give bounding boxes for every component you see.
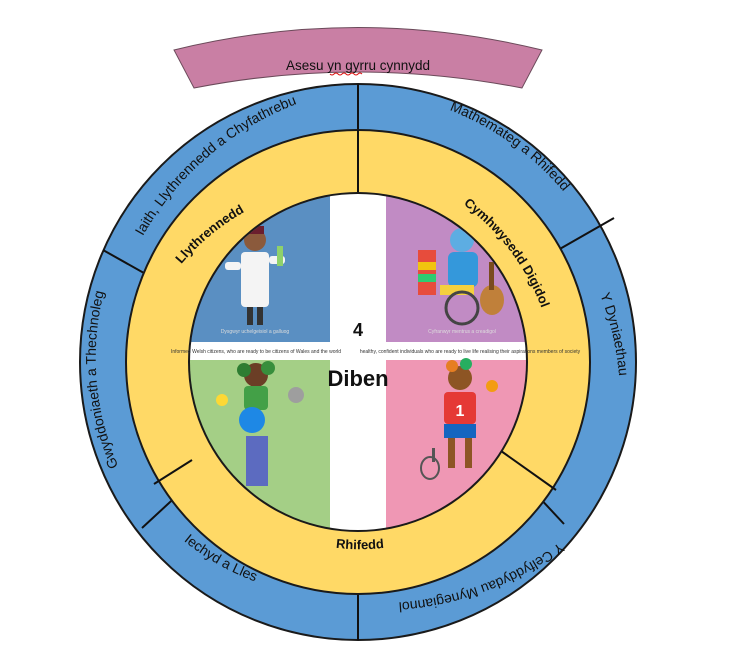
center-word: Diben — [327, 366, 388, 391]
center-number: 4 — [353, 320, 363, 340]
center-cross-vertical — [330, 194, 386, 530]
middle-divider — [493, 445, 557, 491]
quadrant-caption: Dysgwyr uchelgeisiol a galluog — [221, 329, 290, 335]
center-cross-horizontal — [190, 342, 526, 360]
assessment-banner: Asesu yn gyrru cynnydd — [173, 27, 543, 89]
middle-ring-dividers — [153, 130, 557, 491]
assessment-banner-shape — [173, 27, 543, 89]
scientist-figure: Dysgwyr uchelgeisiol a galluog — [221, 226, 290, 335]
caption-strip-right: healthy, confident individuals who are r… — [360, 349, 581, 355]
spellcheck-underline — [329, 72, 363, 76]
middle-divider — [153, 459, 193, 485]
caption-strip-left: Informed Welsh citizens, who are ready t… — [171, 349, 341, 355]
nature-figure — [216, 361, 304, 486]
sport-figure: 1 — [420, 358, 498, 480]
middle-label-numeracy: Rhifedd — [336, 536, 385, 552]
quadrant-caption: Cyfranwyr mentrus a creadigol — [428, 329, 496, 335]
outer-divider — [557, 217, 615, 251]
svg-text:1: 1 — [456, 403, 465, 420]
assessment-banner-label: Asesu yn gyrru cynnydd — [286, 58, 430, 73]
